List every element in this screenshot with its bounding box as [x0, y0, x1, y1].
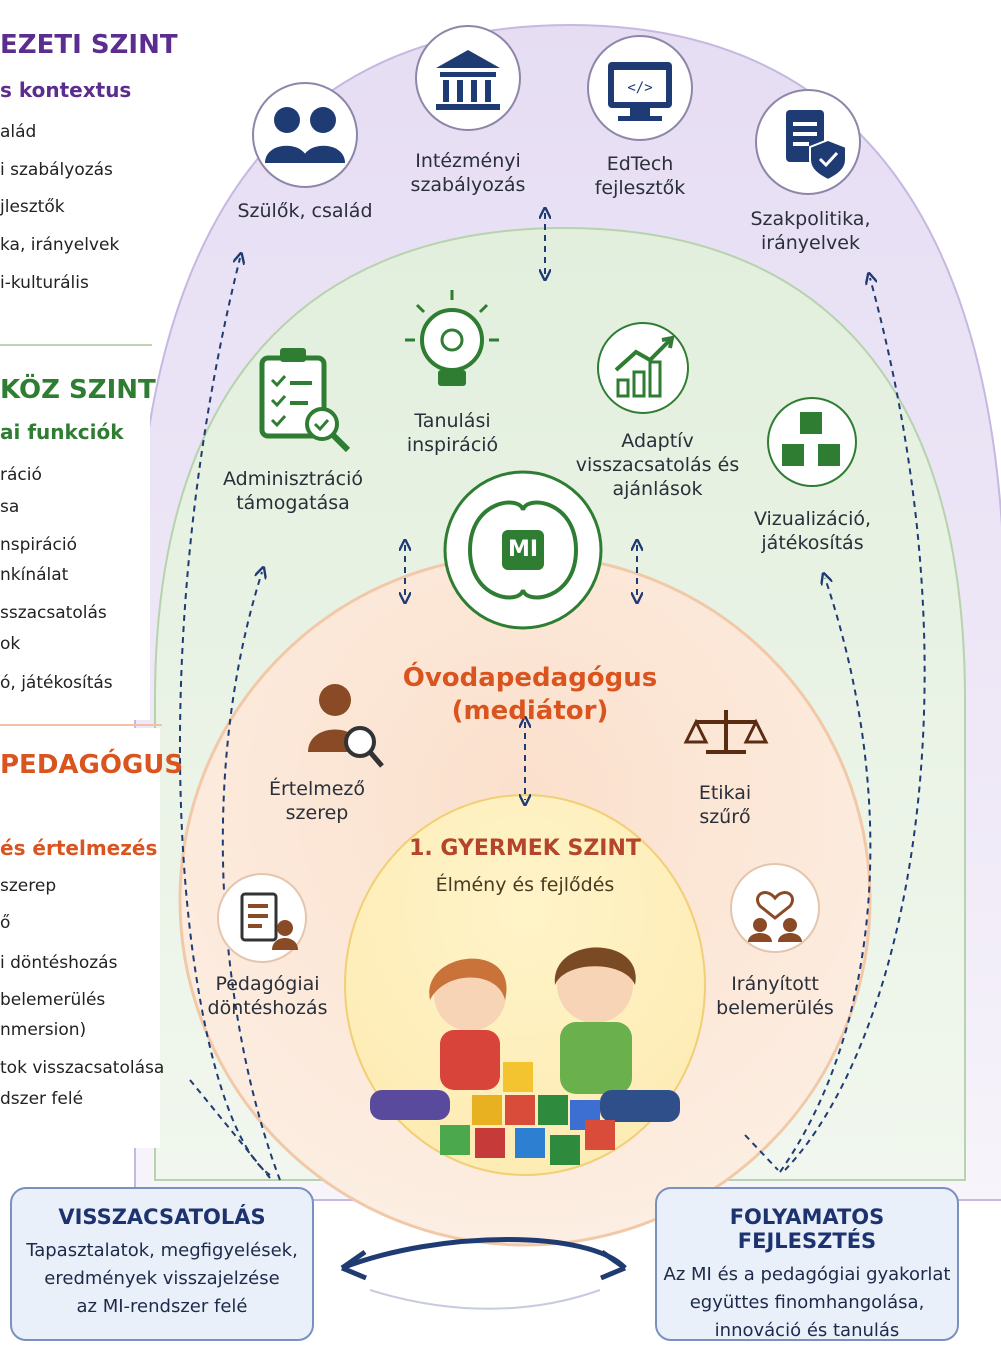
decision-label: Pedagógiai döntéshozás — [207, 973, 328, 1019]
ai-brain-icon — [443, 470, 603, 630]
feedback-title: VISSZACSATOLÁS — [58, 1205, 266, 1229]
org-item: jlesztők — [0, 197, 65, 217]
interpreter-person-icon — [308, 684, 384, 768]
feedback-line: eredmények visszajelzése — [44, 1267, 280, 1289]
adaptive-label: Adaptív visszacsatolás és ajánlások — [575, 430, 740, 500]
development-text: Az MI és a pedagógiai gyakorlat együttes… — [657, 1261, 957, 1345]
teacher-item: tok visszacsatolása — [0, 1058, 165, 1078]
org-item: i szabályozás — [0, 160, 113, 180]
development-title: FOLYAMATOS FEJLESZTÉS — [729, 1205, 885, 1253]
lightbulb-icon — [405, 290, 499, 386]
policy-document-icon — [755, 89, 861, 195]
edtech-icon: </> — [587, 35, 693, 141]
policy-label: Szakpolitika, irányelvek — [750, 208, 871, 254]
children-illustration — [370, 947, 680, 1165]
development-line: együttes finomhangolása, — [689, 1291, 925, 1313]
development-line: innováció és tanulás — [714, 1319, 900, 1341]
teacher-level-title: PEDAGÓGUS — [0, 750, 184, 780]
institution-icon — [415, 25, 521, 131]
org-item: ka, irányelvek — [0, 235, 120, 255]
teacher-title: Óvodapedagógus (mediátor) — [402, 663, 658, 726]
edtech-label: EdTech fejlesztők — [594, 153, 686, 199]
teacher-item: i döntéshozás — [0, 953, 118, 973]
inspiration-label: Tanulási inspiráció — [406, 410, 499, 456]
teacher-level-subtitle: és értelmezés — [0, 836, 158, 860]
interpret-label: Értelmező szerep — [268, 778, 366, 824]
teacher-item: ő — [0, 913, 11, 933]
tool-item: sa — [0, 497, 20, 517]
teacher-item: belemerülés — [0, 990, 106, 1010]
ethics-label: Etikai szűrő — [698, 782, 752, 828]
org-item: i-kulturális — [0, 273, 89, 293]
org-level-subtitle: s kontextus — [0, 78, 132, 102]
tool-item: nspiráció — [0, 535, 78, 555]
teacher-item: szerep — [0, 876, 57, 896]
feedback-line: az MI-rendszer felé — [76, 1295, 248, 1317]
admin-label: Adminisztráció támogatása — [223, 468, 363, 514]
tool-item: ó, játékosítás — [0, 673, 113, 693]
parents-label: Szülők, család — [237, 200, 373, 222]
clipboard-checklist-icon — [259, 348, 351, 453]
scales-icon — [683, 710, 769, 754]
growth-chart-icon — [597, 322, 689, 414]
immersion-label: Irányított belemerülés — [716, 973, 834, 1019]
tool-level-title: KÖZ SZINT — [0, 375, 156, 405]
decision-doc-icon — [217, 873, 307, 963]
tool-level-subtitle: ai funkciók — [0, 420, 124, 444]
tool-item: nkínálat — [0, 565, 69, 585]
development-box: FOLYAMATOS FEJLESZTÉS Az MI és a pedagóg… — [655, 1187, 959, 1341]
org-level-title: EZETI SZINT — [0, 30, 178, 60]
tool-item: ráció — [0, 465, 42, 485]
institution-label: Intézményi szabályozás — [410, 150, 526, 196]
teacher-item: dszer felé — [0, 1089, 84, 1109]
svg-text:</>: </> — [627, 80, 652, 96]
guided-immersion-heart-icon — [730, 863, 820, 953]
ai-badge: MI — [507, 537, 539, 562]
feedback-box: VISSZACSATOLÁS Tapasztalatok, megfigyelé… — [10, 1187, 314, 1341]
cubes-icon — [767, 397, 857, 487]
tool-item: ok — [0, 634, 21, 654]
feedback-line: Tapasztalatok, megfigyelések, — [26, 1240, 298, 1261]
visualization-label: Vizualizáció, játékosítás — [753, 508, 872, 554]
teacher-item: nmersion) — [0, 1020, 87, 1040]
org-item: alád — [0, 122, 37, 142]
child-level-subtitle: Élmény és fejlődés — [435, 874, 615, 896]
child-level-title: 1. GYERMEK SZINT — [409, 836, 641, 861]
development-line: Az MI és a pedagógiai gyakorlat — [663, 1264, 951, 1285]
feedback-text: Tapasztalatok, megfigyelések, eredmények… — [12, 1237, 312, 1321]
parents-icon — [252, 82, 358, 188]
tool-item: sszacsatolás — [0, 603, 107, 623]
